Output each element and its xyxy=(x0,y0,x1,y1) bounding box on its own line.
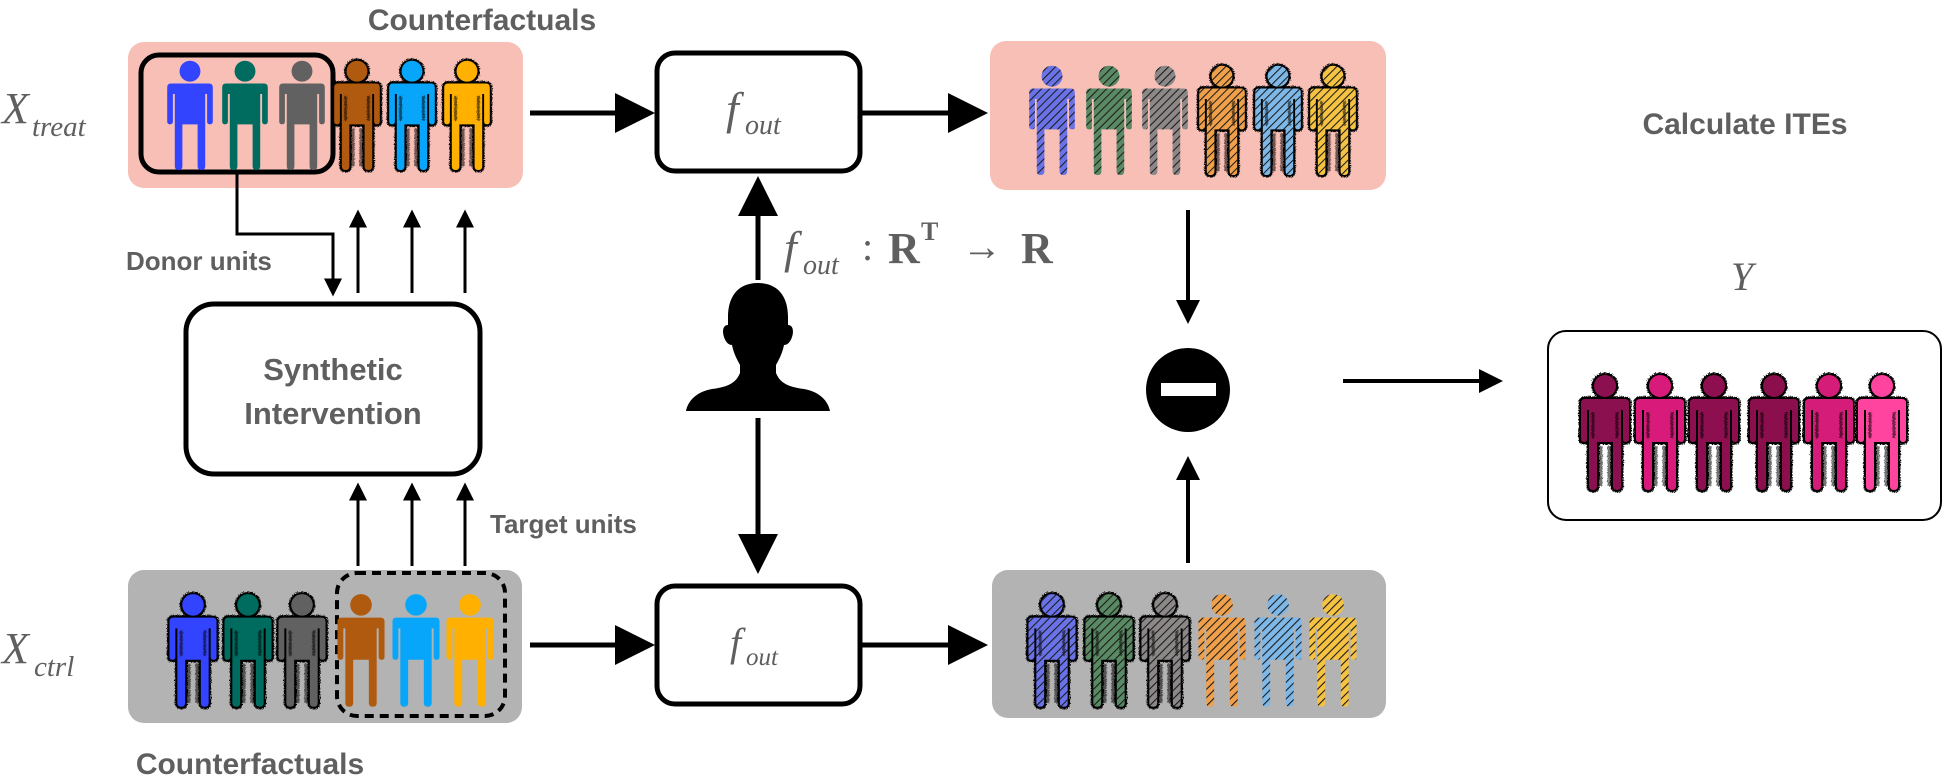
mapping-domain: R xyxy=(888,224,921,273)
counterfactuals-bottom-label: Counterfactuals xyxy=(136,748,364,780)
x-treat-label: X treat xyxy=(0,84,87,143)
x-ctrl-units xyxy=(169,594,494,707)
mapping-f: f xyxy=(784,222,803,273)
synthetic-intervention-line2: Intervention xyxy=(244,396,421,431)
x-treat-units xyxy=(167,61,490,170)
ctrl-unit-3 xyxy=(278,594,325,707)
ite-unit-4 xyxy=(1750,375,1798,490)
synthetic-intervention-line1: Synthetic xyxy=(263,352,403,387)
ctrl-output-units xyxy=(1028,594,1357,707)
counterfactuals-top-label: Counterfactuals xyxy=(368,4,596,37)
minus-circle-icon xyxy=(1146,348,1230,432)
donor-units-label: Donor units xyxy=(126,246,272,276)
treat-output-unit-6 xyxy=(1310,66,1356,175)
ctrl-output-unit-2 xyxy=(1085,594,1132,707)
ctrl-unit-1 xyxy=(169,594,216,707)
ite-unit-5 xyxy=(1805,375,1853,490)
treat-unit-6 xyxy=(444,61,490,170)
treat-output-unit-4 xyxy=(1199,66,1245,175)
mapping-colon: : xyxy=(862,224,873,269)
f-out-top-sub: out xyxy=(745,110,782,141)
treat-unit-4 xyxy=(334,61,380,170)
mapping-codomain: R xyxy=(1021,224,1054,273)
target-units-frame xyxy=(335,571,507,718)
ite-unit-3 xyxy=(1690,375,1738,490)
ctrl-unit-2 xyxy=(224,594,271,707)
mapping-arrow: → xyxy=(962,224,1002,269)
ite-unit-2 xyxy=(1636,375,1684,490)
f-out-mapping-label: f out : R T → R xyxy=(784,217,1054,281)
target-units-label: Target units xyxy=(490,509,637,539)
x-ctrl-label: X ctrl xyxy=(0,624,74,683)
f-out-bottom-box[interactable] xyxy=(654,583,863,707)
treat-unit-5 xyxy=(389,61,435,170)
mapping-sub: out xyxy=(803,250,840,281)
ite-unit-6 xyxy=(1858,375,1906,490)
f-out-top-box[interactable] xyxy=(654,50,863,174)
f-out-bottom-sub: out xyxy=(746,644,779,671)
ctrl-output-unit-1 xyxy=(1028,594,1075,707)
y-label: Y xyxy=(1731,254,1757,299)
x-ctrl-main: X xyxy=(0,624,31,673)
y-units xyxy=(1581,375,1906,490)
x-ctrl-sub: ctrl xyxy=(34,651,74,683)
treat-output-units xyxy=(1029,66,1356,175)
ite-unit-1 xyxy=(1581,375,1629,490)
treat-output-unit-5 xyxy=(1255,66,1301,175)
mapping-sup: T xyxy=(921,217,938,246)
x-treat-main: X xyxy=(0,84,31,133)
ctrl-to-si-arrows xyxy=(349,482,474,566)
si-to-treat-arrows xyxy=(349,209,474,293)
person-silhouette-icon xyxy=(686,283,830,411)
synthetic-intervention-box[interactable] xyxy=(183,301,483,477)
donor-units-connector xyxy=(235,172,342,297)
ctrl-output-unit-3 xyxy=(1141,594,1188,707)
x-treat-sub: treat xyxy=(32,111,87,143)
calculate-ites-label: Calculate ITEs xyxy=(1642,108,1847,141)
